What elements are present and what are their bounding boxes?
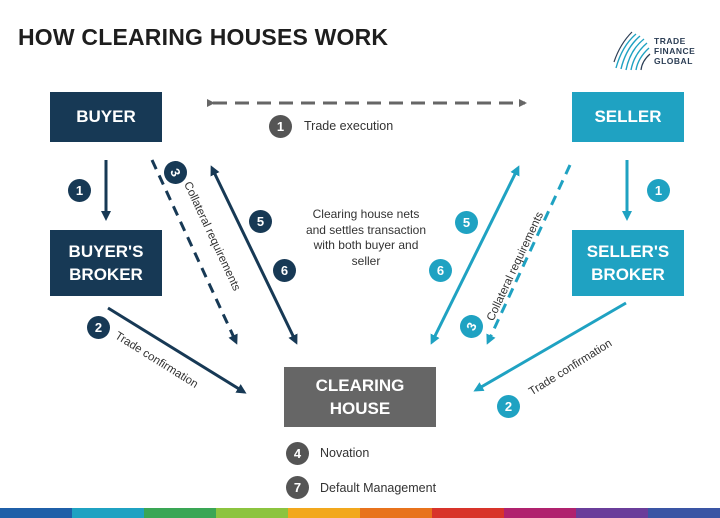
- sellers-broker-label-line2: BROKER: [591, 265, 665, 284]
- footer-stripe-segment: [0, 508, 72, 518]
- footer-color-stripe: [0, 508, 720, 518]
- default-management-label: Default Management: [320, 481, 437, 495]
- settlement-note-line1: Clearing house nets: [312, 207, 420, 221]
- buyers-broker-label-line2: BROKER: [69, 265, 143, 284]
- step-badge-seller-nets: 5: [455, 211, 478, 234]
- page-title: HOW CLEARING HOUSES WORK: [18, 24, 389, 50]
- footer-stripe-segment: [576, 508, 648, 518]
- buyer-settlement-arrow: [210, 165, 298, 345]
- buyer-confirmation-arrow: [107, 306, 247, 394]
- step-badge-buyer-confirmation: 2: [87, 316, 110, 339]
- step-badge-seller-settles: 6: [429, 259, 452, 282]
- seller-label: SELLER: [594, 107, 662, 126]
- novation-label: Novation: [320, 446, 370, 460]
- seller-box: SELLER: [572, 92, 684, 142]
- footer-stripe-segment: [144, 508, 216, 518]
- logo-mark-icon: [613, 31, 651, 71]
- footer-stripe-segment: [504, 508, 576, 518]
- step-badge-buyer-settles: 6: [273, 259, 296, 282]
- seller-collateral-arrow: [486, 164, 572, 345]
- buyers-broker-label-line1: BUYER'S: [68, 242, 144, 261]
- step-badge-buyer-nets: 5: [249, 210, 272, 233]
- step-badge-trade-execution: 1: [269, 115, 292, 138]
- logo-line-3: GLOBAL: [654, 56, 693, 66]
- settlement-note-line2: and settles transaction: [305, 222, 427, 237]
- logo-line-2: FINANCE: [654, 46, 696, 56]
- seller-confirmation-arrow: [473, 301, 627, 392]
- footer-stripe-segment: [360, 508, 432, 518]
- clearing-house-label-line2: HOUSE: [329, 399, 391, 418]
- sellers-broker-box: SELLER'S BROKER: [572, 230, 684, 296]
- trade-finance-global-logo: TRADE FINANCE GLOBAL: [612, 26, 712, 76]
- clearing-house-box: CLEARING HOUSE: [284, 367, 436, 427]
- buyer-label: BUYER: [76, 107, 136, 126]
- buyer-box: BUYER: [50, 92, 162, 142]
- footer-stripe-segment: [432, 508, 504, 518]
- footer-stripe-segment: [648, 508, 720, 518]
- sellers-broker-label-line1: SELLER'S: [586, 242, 670, 261]
- buyers-broker-box: BUYER'S BROKER: [50, 230, 162, 296]
- footer-stripe-segment: [72, 508, 144, 518]
- step-badge-novation: 4: [286, 442, 309, 465]
- step-badge-buyer-to-broker: 1: [68, 179, 91, 202]
- step-badge-seller-to-broker: 1: [647, 179, 670, 202]
- step-badge-seller-confirmation: 2: [497, 395, 520, 418]
- seller-settlement-arrow: [430, 165, 520, 345]
- footer-stripe-segment: [288, 508, 360, 518]
- settlement-note-line3: with both buyer and: [313, 238, 419, 252]
- step-badge-default-management: 7: [286, 476, 309, 499]
- logo-line-1: TRADE: [654, 36, 686, 46]
- settlement-note: Clearing house nets and settles transact…: [286, 207, 446, 269]
- clearing-house-label-line1: CLEARING: [315, 376, 405, 395]
- settlement-note-line4: seller: [351, 253, 381, 268]
- trade-execution-label: Trade execution: [304, 119, 394, 133]
- footer-stripe-segment: [216, 508, 288, 518]
